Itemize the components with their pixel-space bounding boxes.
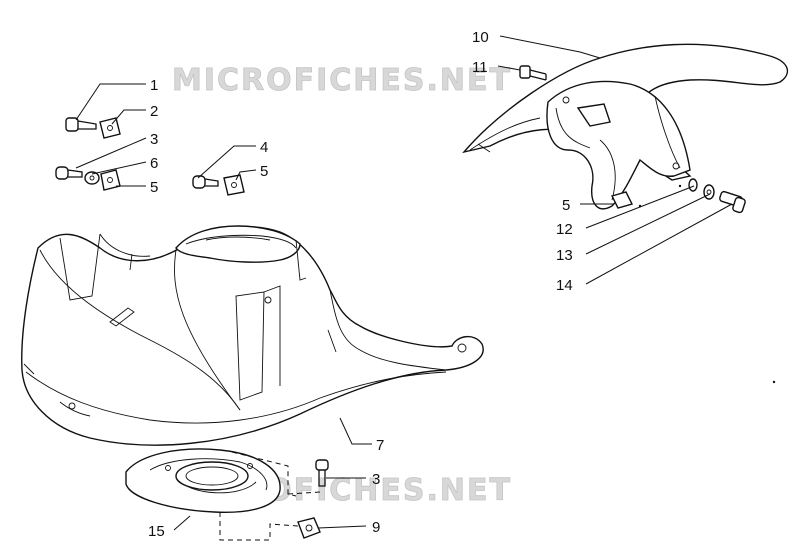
callout-3-top: 3 [150, 131, 158, 148]
screw-1 [65, 117, 97, 132]
callout-11: 11 [472, 59, 488, 76]
callout-3-bottom: 3 [372, 471, 380, 488]
screw-3-bottom [315, 459, 329, 487]
callout-15: 15 [148, 523, 165, 540]
callout-5-left: 5 [150, 179, 158, 196]
callout-9: 9 [372, 519, 380, 536]
callout-5-middle: 5 [260, 163, 268, 180]
screw-3-top [55, 166, 83, 180]
callout-4: 4 [260, 139, 268, 156]
callout-13: 13 [556, 247, 573, 264]
screw-4 [192, 175, 219, 189]
callout-14: 14 [556, 277, 573, 294]
clip-nut-5-left [100, 169, 121, 191]
clip-nut-5-middle [223, 174, 245, 196]
callout-10: 10 [472, 29, 489, 46]
callout-1: 1 [150, 77, 158, 94]
callout-6: 6 [150, 155, 158, 172]
stray-dot [678, 184, 682, 188]
callout-labels: 1 2 3 6 5 4 5 10 11 5 12 13 14 7 3 9 15 [148, 29, 573, 540]
leader-lines [75, 35, 733, 541]
stray-dot [638, 204, 642, 208]
bolt-11 [519, 65, 547, 81]
front-mudguard [462, 43, 789, 210]
hardware-12-14 [688, 178, 746, 214]
callout-5-right: 5 [562, 197, 570, 214]
front-shield [21, 225, 484, 446]
nut-9 [297, 517, 321, 539]
clip-nut-2 [99, 117, 121, 139]
rubber-boot-15 [125, 448, 281, 514]
washer-6 [84, 171, 100, 185]
callout-7: 7 [376, 437, 384, 454]
callout-2: 2 [150, 103, 158, 120]
stray-dot [772, 380, 776, 384]
watermark-top: MICROFICHES.NET [172, 63, 512, 98]
callout-12: 12 [556, 221, 573, 238]
